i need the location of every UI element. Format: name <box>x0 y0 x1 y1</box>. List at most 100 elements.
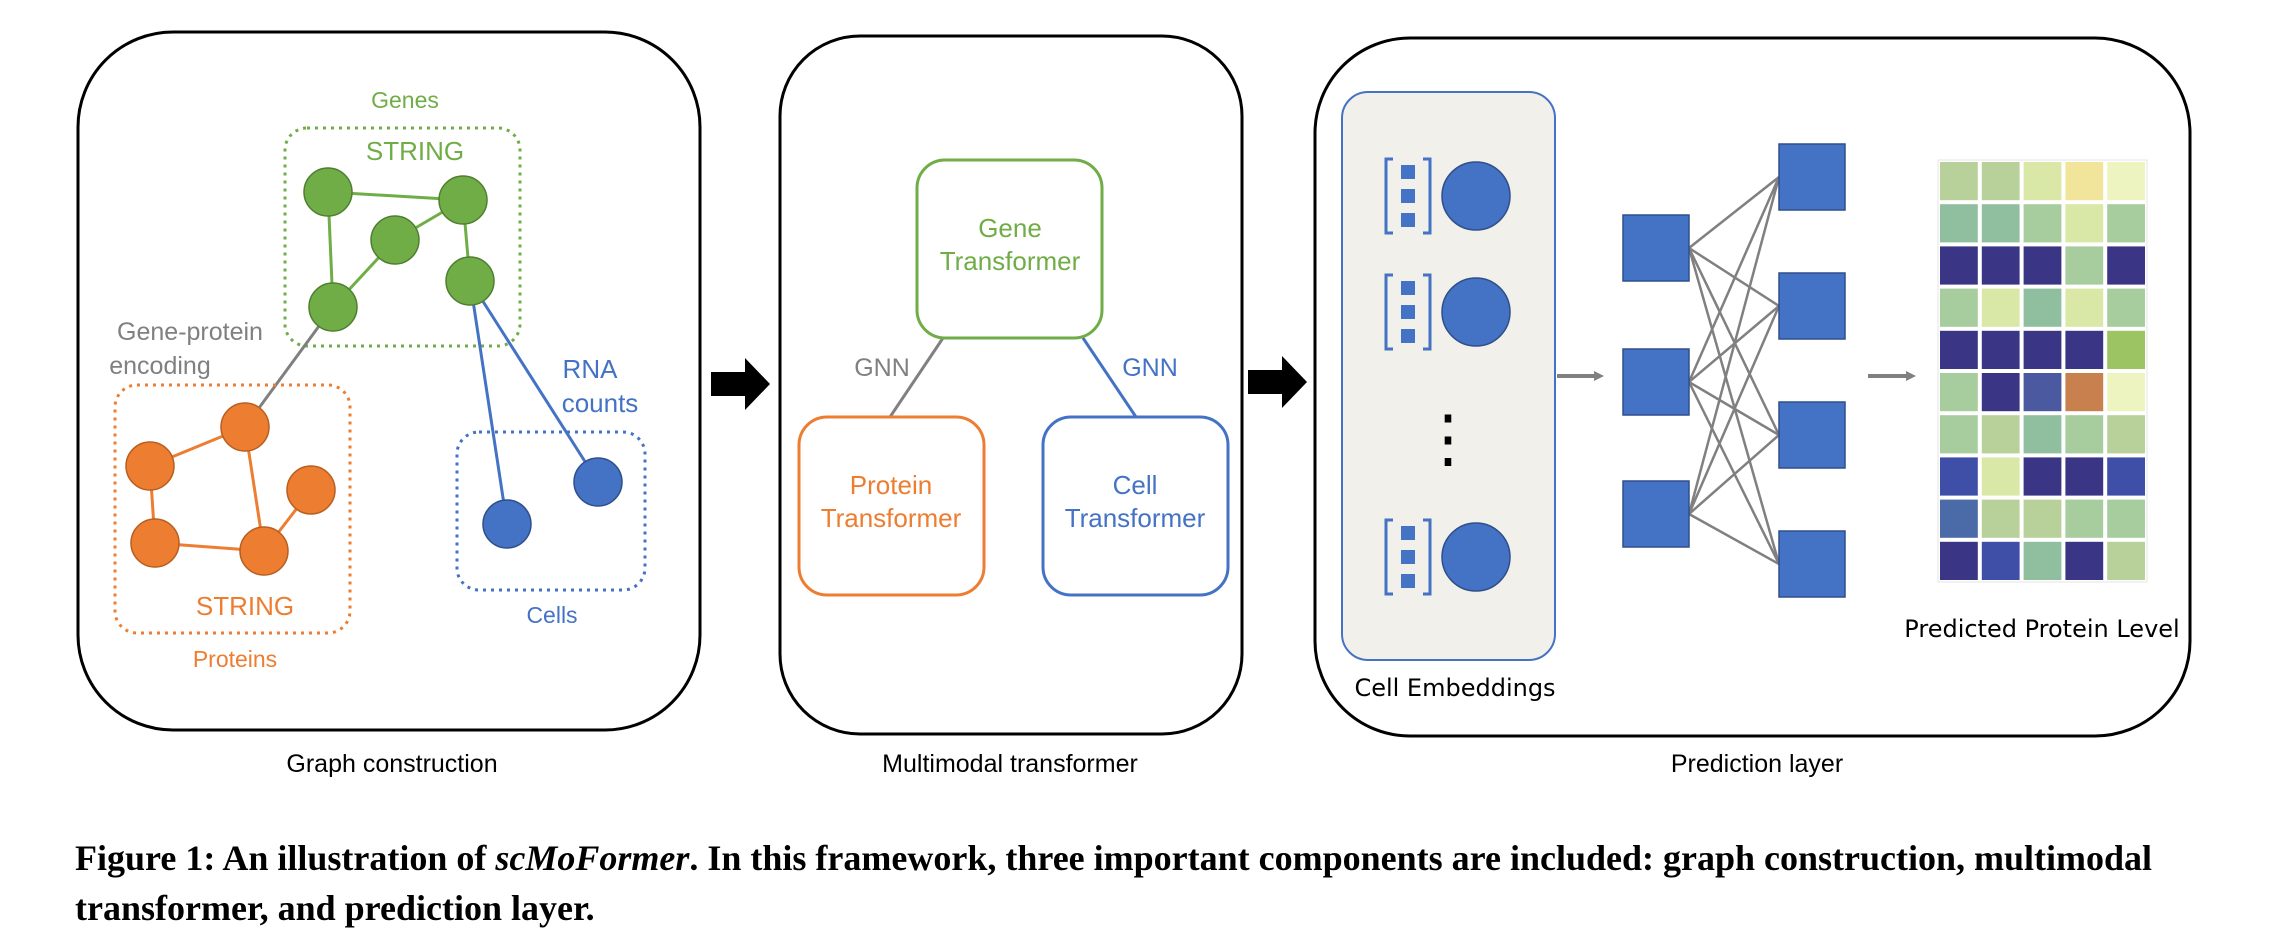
gnn-left-edge <box>888 337 945 418</box>
multimodal-transformer-title: Multimodal transformer <box>882 750 1138 778</box>
heatmap-cell <box>2107 330 2145 369</box>
cell-transformer-line1: Cell <box>1113 470 1158 500</box>
caption-method-name: scMoFormer <box>495 838 690 878</box>
vector-element <box>1401 305 1415 319</box>
mlp-nodes <box>1622 143 1846 598</box>
figure-caption: Figure 1: An illustration of scMoFormer.… <box>75 833 2215 933</box>
genes-string-label: STRING <box>366 136 464 166</box>
gene-transformer-box <box>915 158 1104 340</box>
gene-node <box>370 215 420 265</box>
multimodal-transformer-panel <box>778 34 1244 736</box>
protein-transformer-line1: Protein <box>850 470 932 500</box>
mlp-edge <box>1688 512 1780 566</box>
mlp-edges <box>1687 176 1781 566</box>
vector-element <box>1401 213 1415 227</box>
heatmap-cell <box>2107 288 2145 327</box>
vector-bracket-right <box>1423 273 1432 351</box>
cell-embeddings-label: Cell Embeddings <box>1354 674 1555 702</box>
vector-element <box>1401 329 1415 343</box>
mlp-edge <box>1688 176 1780 249</box>
vector-element <box>1401 526 1415 540</box>
cell-transformer-box <box>1041 415 1230 597</box>
embedding-row <box>1384 273 1511 351</box>
heatmap-cell <box>2023 246 2062 285</box>
heatmap-cell <box>1940 162 1978 201</box>
embedding-rows <box>1384 157 1511 596</box>
cell-node <box>482 499 532 549</box>
heatmap-cell <box>2065 373 2104 412</box>
heatmap-cell <box>1981 457 2020 496</box>
heatmap-cell <box>2065 415 2104 454</box>
heatmap-cell <box>2107 246 2145 285</box>
rna-label-line2: counts <box>562 388 639 418</box>
rna-count-edges <box>468 280 600 525</box>
heatmap-cell <box>1981 288 2020 327</box>
gnn-left-label: GNN <box>854 354 910 382</box>
vector-element <box>1401 165 1415 179</box>
rna-label-line1: RNA <box>563 354 619 384</box>
mlp-output-node <box>1778 401 1846 469</box>
heatmap-cell <box>2023 373 2062 412</box>
heatmap-cell <box>2107 541 2145 580</box>
heatmap-cell <box>1940 415 1978 454</box>
vector-bracket-right <box>1423 157 1432 235</box>
protein-transformer-line2: Transformer <box>821 503 962 533</box>
caption-suffix: . In this framework, three important com… <box>75 838 2153 928</box>
cells-label: Cells <box>526 602 577 628</box>
arrow-to-prediction <box>1248 356 1307 408</box>
cell-embedding-node <box>1441 277 1511 347</box>
caption-prefix: Figure 1: An illustration of <box>75 838 496 878</box>
heatmap-cell <box>1981 499 2020 538</box>
protein-node <box>125 441 175 491</box>
cell-embedding-node <box>1441 161 1511 231</box>
cell-transformer-line2: Transformer <box>1065 503 1206 533</box>
heatmap-cell <box>1940 288 1978 327</box>
arrow-to-transformer <box>711 358 770 410</box>
heatmap-cell <box>1981 415 2020 454</box>
vector-bracket-right <box>1423 518 1432 596</box>
encoding-label-line2: encoding <box>109 352 210 380</box>
embedding-row <box>1384 157 1511 235</box>
gene-nodes <box>303 167 495 332</box>
embedding-row <box>1384 518 1511 596</box>
gene-node <box>308 282 358 332</box>
heatmap-cell <box>2065 330 2104 369</box>
prediction-layer-title: Prediction layer <box>1671 750 1843 778</box>
graph-construction-title: Graph construction <box>286 750 497 778</box>
framework-diagram: Genes STRING Gene-protein encoding RNA c… <box>76 30 2192 778</box>
heatmap-cell <box>2023 162 2062 201</box>
heatmap-cell <box>1940 541 1978 580</box>
vector-bracket-left <box>1384 157 1393 235</box>
heatmap-cell <box>2065 457 2104 496</box>
mlp-edge <box>1687 305 1781 515</box>
mlp-hidden-node <box>1622 214 1690 282</box>
heatmap-cell <box>2023 541 2062 580</box>
heatmap-cell <box>1940 373 1978 412</box>
heatmap-cell <box>2023 415 2062 454</box>
protein-node <box>130 518 180 568</box>
heatmap-cell <box>2107 499 2145 538</box>
mlp-edge <box>1687 176 1781 515</box>
heatmap-cell <box>1981 373 2020 412</box>
gene-node <box>303 167 353 217</box>
vector-bracket-left <box>1384 518 1393 596</box>
mlp-edge <box>1687 247 1781 565</box>
heatmap-cell <box>2065 246 2104 285</box>
heatmap-cell <box>2107 457 2145 496</box>
cell-embedding-node <box>1441 522 1511 592</box>
vector-element <box>1401 281 1415 295</box>
heatmap-cell <box>1981 204 2020 243</box>
heatmap-cell <box>2107 162 2145 201</box>
heatmap-cell <box>2107 415 2145 454</box>
gene-protein-link <box>243 306 335 428</box>
vector-bracket-left <box>1384 273 1393 351</box>
mlp-output-node <box>1778 272 1846 340</box>
mlp-output-node <box>1778 530 1846 598</box>
heatmap-cell <box>2023 457 2062 496</box>
heatmap-cell <box>1940 204 1978 243</box>
gene-transformer-line2: Transformer <box>940 246 1081 276</box>
protein-transformer-box <box>797 415 986 597</box>
heatmap-cell <box>1940 457 1978 496</box>
proteins-string-label: STRING <box>196 591 294 621</box>
proteins-label: Proteins <box>193 646 277 672</box>
